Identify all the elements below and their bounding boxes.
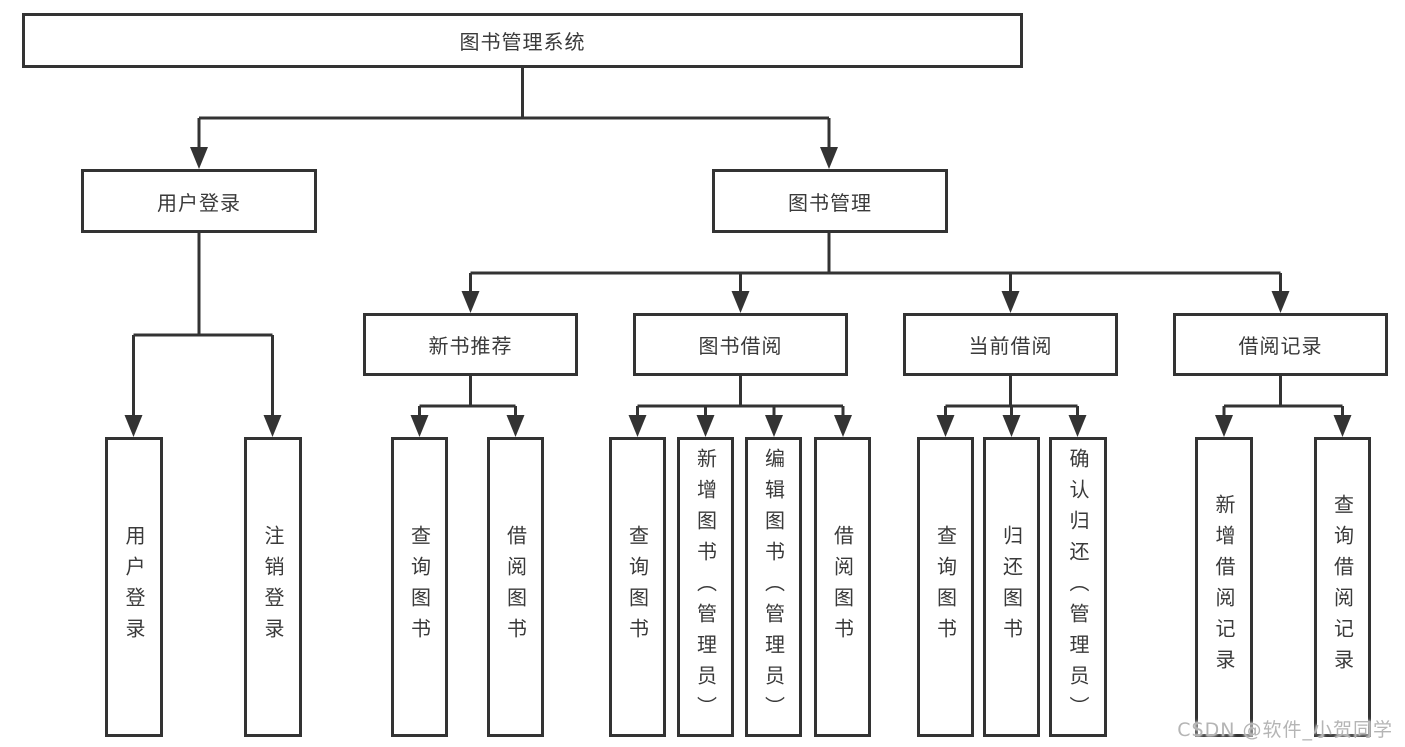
leaf-label: 借阅图书 (503, 525, 528, 649)
node-book-management-branch: 图书管理 (712, 169, 948, 233)
leaf-label: 查询图书 (933, 525, 958, 649)
node-label: 用户登录 (157, 190, 241, 215)
leaf-label: 编辑图书（管理员） (761, 447, 786, 727)
leaf-label: 注销登录 (261, 525, 285, 649)
node-label: 借阅记录 (1238, 334, 1323, 358)
leaf-query-books-current: 查询图书 (917, 437, 974, 737)
leaf-label: 新增借阅记录 (1212, 494, 1236, 680)
node-user-login-branch: 用户登录 (81, 169, 317, 233)
leaf-return-books: 归还图书 (983, 437, 1040, 737)
leaf-add-borrow-record: 新增借阅记录 (1195, 437, 1253, 737)
leaf-label: 借阅图书 (830, 525, 855, 649)
node-library-management-system: 图书管理系统 (22, 13, 1023, 68)
node-label: 图书管理 (788, 190, 872, 215)
leaf-user-login: 用户登录 (105, 437, 163, 737)
leaf-label: 归还图书 (999, 525, 1024, 649)
leaf-label: 查询借阅记录 (1330, 494, 1355, 680)
node-current-borrowing: 当前借阅 (903, 313, 1118, 376)
leaf-add-books-admin: 新增图书（管理员） (677, 437, 734, 737)
leaf-label: 用户登录 (122, 525, 146, 649)
leaf-label: 确认归还（管理员） (1066, 447, 1090, 727)
csdn-watermark: CSDN @软件_小贺同学 (1177, 719, 1393, 741)
node-label: 图书管理系统 (459, 30, 586, 54)
leaf-query-books-borrowing: 查询图书 (609, 437, 666, 737)
leaf-label: 查询图书 (625, 525, 650, 649)
leaf-edit-books-admin: 编辑图书（管理员） (745, 437, 802, 737)
node-new-book-recommendation: 新书推荐 (363, 313, 578, 376)
leaf-query-borrow-record: 查询借阅记录 (1314, 437, 1371, 737)
arrowhead-icons (124, 147, 1352, 437)
leaf-logout: 注销登录 (244, 437, 302, 737)
node-label: 新书推荐 (428, 334, 513, 358)
leaf-label: 查询图书 (407, 525, 432, 649)
leaf-borrow-books: 借阅图书 (814, 437, 871, 737)
node-label: 图书借阅 (698, 334, 783, 358)
node-book-borrowing: 图书借阅 (633, 313, 848, 376)
node-borrowing-records: 借阅记录 (1173, 313, 1388, 376)
leaf-label: 新增图书（管理员） (693, 447, 718, 727)
leaf-confirm-return-admin: 确认归还（管理员） (1049, 437, 1107, 737)
leaf-borrow-books-recommend: 借阅图书 (487, 437, 544, 737)
leaf-query-books-recommend: 查询图书 (391, 437, 448, 737)
node-label: 当前借阅 (968, 334, 1053, 358)
